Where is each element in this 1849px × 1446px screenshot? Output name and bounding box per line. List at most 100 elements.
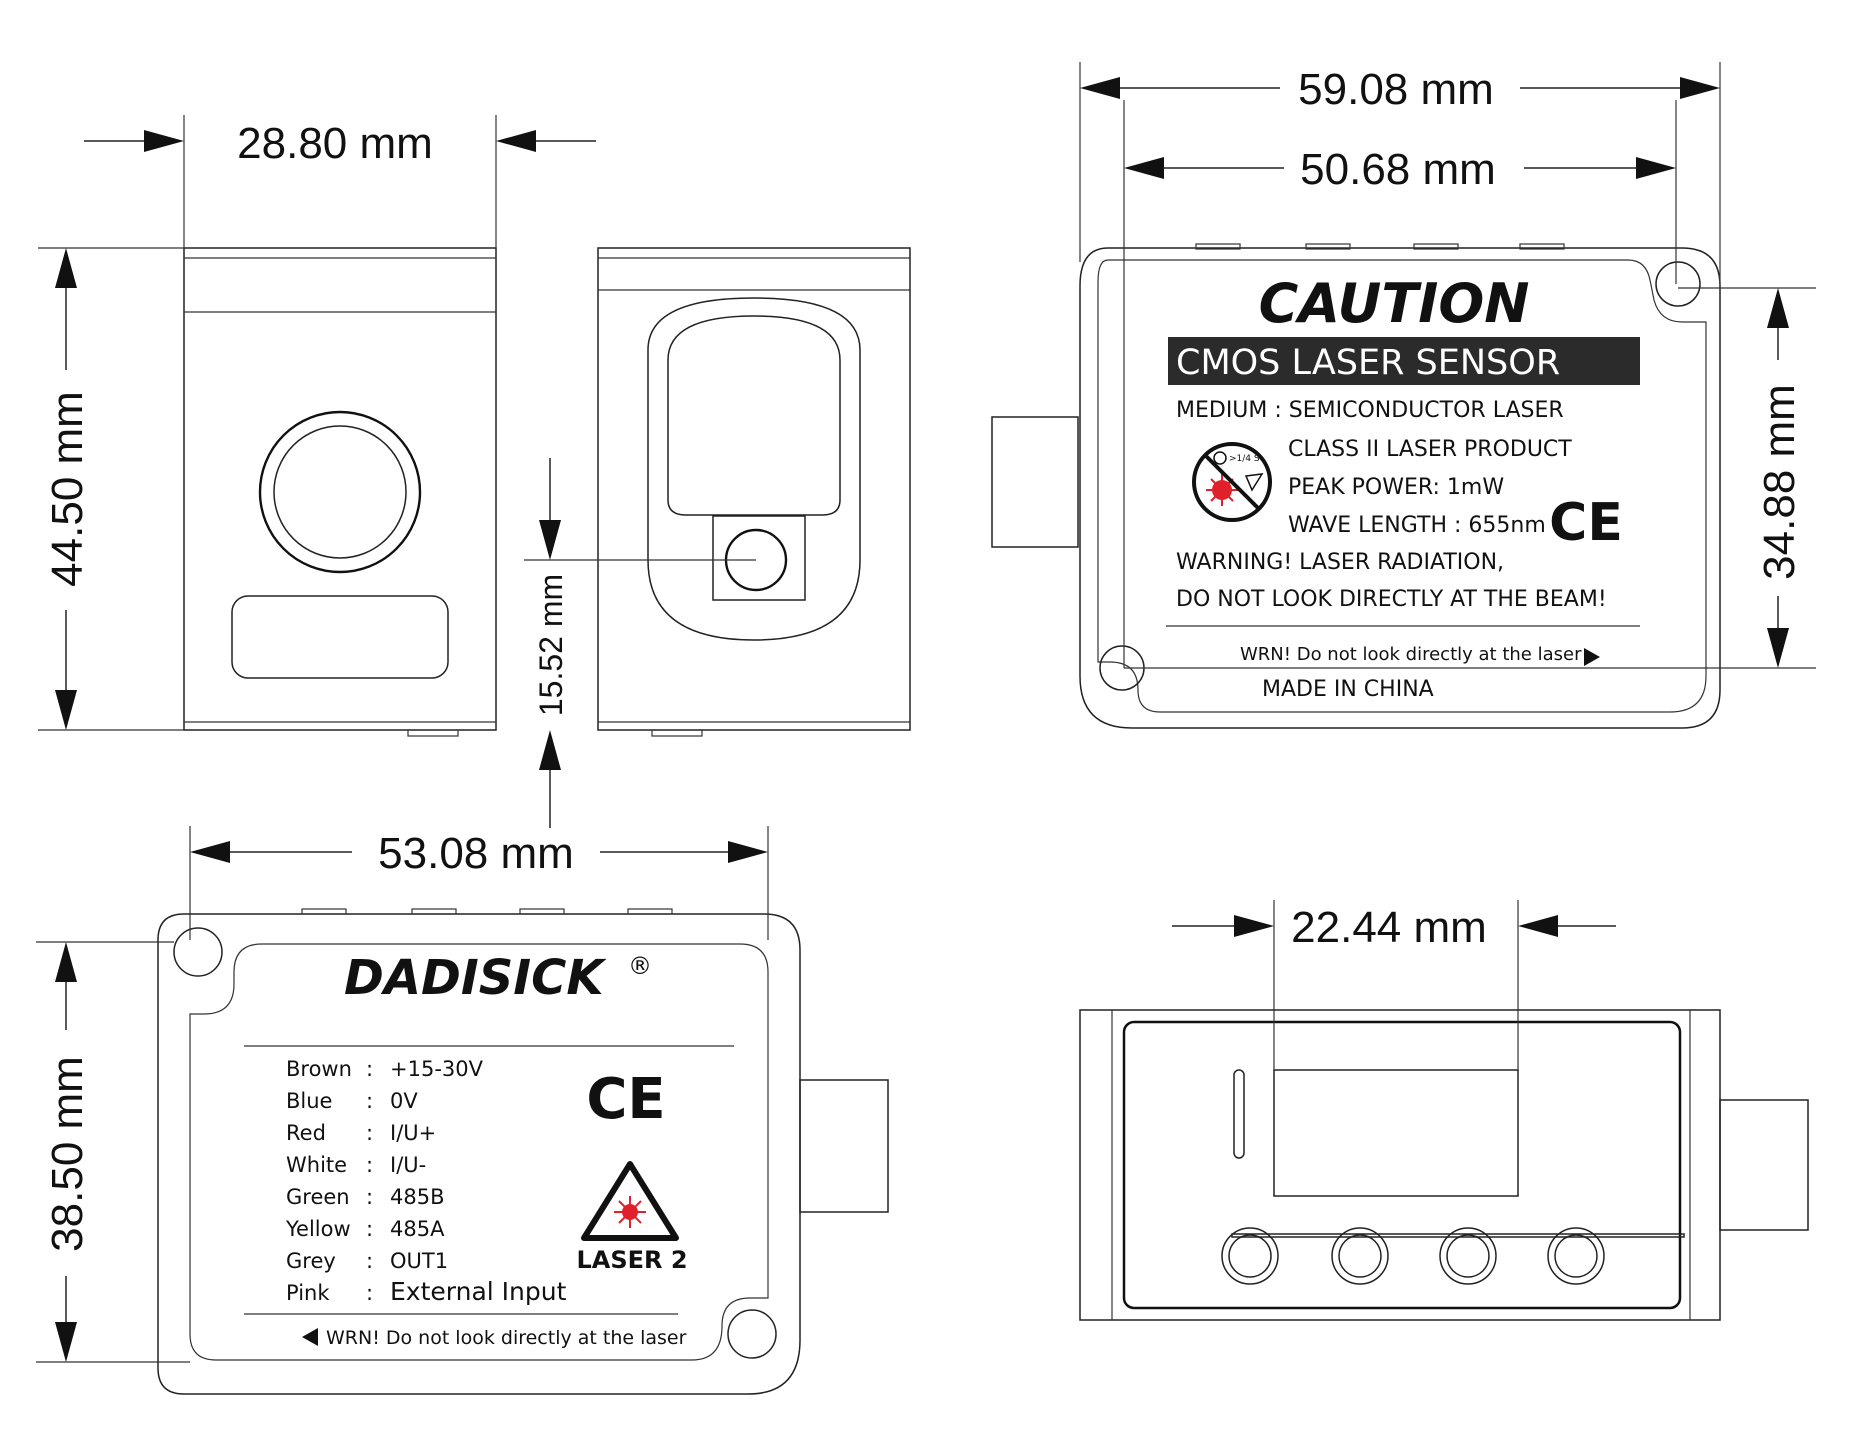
- warning-line-1: WARNING! LASER RADIATION,: [1176, 550, 1504, 575]
- dim-arrow: [496, 130, 536, 152]
- peak-power-text: PEAK POWER: 1mW: [1288, 475, 1504, 500]
- wiring-separator: :: [366, 1217, 373, 1241]
- dim-back-width: 53.08 mm: [378, 829, 574, 878]
- caution-body-outline: [1079, 247, 1721, 729]
- ce-mark: CE: [1549, 493, 1623, 553]
- side-lens-outer: [258, 410, 422, 574]
- dim-arrow: [55, 690, 77, 730]
- lens-body-outline: [597, 247, 911, 731]
- laser-class: LASER 2: [576, 1246, 687, 1274]
- product-name: CMOS LASER SENSOR: [1176, 343, 1560, 383]
- wiring-separator: :: [366, 1089, 373, 1113]
- warning-line-2: DO NOT LOOK DIRECTLY AT THE BEAM!: [1176, 587, 1607, 612]
- lens-window: [667, 315, 841, 516]
- dim-back-height: 38.50 mm: [43, 1056, 92, 1252]
- wiring-color: Blue: [286, 1089, 332, 1113]
- wiring-color: Red: [286, 1121, 326, 1145]
- ce-mark: CE: [586, 1067, 665, 1132]
- oled-screen: [1273, 1069, 1519, 1197]
- wiring-separator: :: [366, 1153, 373, 1177]
- emitter-bracket: [712, 515, 806, 601]
- wiring-color: Grey: [286, 1249, 336, 1273]
- button-3[interactable]: [1439, 1227, 1497, 1285]
- dim-arrow: [55, 248, 77, 288]
- button-row: [1221, 1227, 1605, 1285]
- wiring-signal: I/U-: [390, 1153, 426, 1177]
- mount-hole: [173, 927, 223, 977]
- no-look-icon: >1/4 S: [1192, 442, 1272, 522]
- button-1-cap: [1228, 1234, 1272, 1278]
- button-4-cap: [1554, 1234, 1598, 1278]
- display-body-outline: [1079, 1009, 1721, 1321]
- dim-lens-height: 15.52 mm: [533, 574, 569, 716]
- arrow-left-icon: [302, 1328, 318, 1346]
- caution-view: CAUTION CMOS LASER SENSOR MEDIUM : SEMIC…: [991, 62, 1816, 729]
- lens-housing-outer: [647, 297, 861, 641]
- wiring-row: Blue:0V: [286, 1089, 418, 1113]
- wiring-color: White: [286, 1153, 347, 1177]
- dim-arrow: [539, 520, 561, 560]
- top-tab: [1519, 243, 1565, 250]
- dim-arrow: [1767, 288, 1789, 328]
- wiring-row: Green:485B: [286, 1185, 445, 1209]
- wiring-separator: :: [366, 1249, 373, 1273]
- caution-title: CAUTION: [1259, 272, 1530, 335]
- wiring-color: Pink: [286, 1281, 330, 1305]
- wiring-separator: :: [366, 1281, 373, 1305]
- wiring-signal: External Input: [390, 1277, 567, 1306]
- display-panel: [1122, 1020, 1682, 1310]
- top-tab: [627, 908, 673, 915]
- top-tab: [1413, 243, 1459, 250]
- connector-stub: [1719, 1099, 1809, 1231]
- wiring-color: Brown: [286, 1057, 352, 1081]
- wiring-signal: 485B: [390, 1185, 445, 1209]
- top-tab: [519, 908, 565, 915]
- dim-arrow: [1518, 915, 1558, 937]
- side-body-outline: [183, 247, 497, 731]
- top-tab: [1305, 243, 1351, 250]
- no-look-time: >1/4 S: [1229, 454, 1260, 464]
- wiring-row: Brown:+15-30V: [286, 1057, 484, 1081]
- button-1[interactable]: [1221, 1227, 1279, 1285]
- lens-foot: [651, 729, 703, 737]
- dim-side-height: 44.50 mm: [43, 391, 92, 587]
- dim-arrow: [55, 942, 77, 982]
- status-led-strip: [1233, 1069, 1245, 1159]
- dim-arrow: [144, 130, 184, 152]
- wiring-row: Pink: External Input: [286, 1277, 567, 1306]
- wiring-color: Green: [286, 1185, 350, 1209]
- panel-band: [1231, 1233, 1685, 1238]
- side-lens-inner: [273, 425, 407, 559]
- wiring-row: Yellow:485A: [285, 1217, 445, 1241]
- mount-hole: [727, 1309, 777, 1359]
- dim-hole-spacing: 34.88 mm: [1755, 384, 1804, 580]
- wiring-signal: 0V: [390, 1089, 418, 1113]
- caution-footer-warning: WRN! Do not look directly at the laser: [1240, 644, 1582, 665]
- dim-arrow: [190, 841, 230, 863]
- dim-arrow: [55, 1322, 77, 1362]
- dim-front-outer-width: 59.08 mm: [1298, 65, 1494, 114]
- connector-stub: [799, 1079, 889, 1213]
- registered-mark: ®: [628, 952, 652, 980]
- brand-view: DADISICK ® Brown:+15-30VBlue:0VRed:I/U+W…: [36, 826, 889, 1395]
- caution-label-outline: [1097, 259, 1707, 713]
- mount-hole: [1655, 261, 1701, 307]
- dim-side-width: 28.80 mm: [237, 119, 433, 168]
- top-tab: [411, 908, 457, 915]
- dim-arrow: [1636, 157, 1676, 179]
- wiring-table: Brown:+15-30VBlue:0VRed:I/U+White:I/U-Gr…: [285, 1057, 567, 1306]
- dim-arrow: [1124, 157, 1164, 179]
- arrow-right-icon: [1584, 648, 1600, 666]
- wiring-color: Yellow: [285, 1217, 351, 1241]
- medium-text: MEDIUM : SEMICONDUCTOR LASER: [1176, 398, 1564, 423]
- button-2[interactable]: [1331, 1227, 1389, 1285]
- wiring-row: White: I/U-: [286, 1153, 426, 1177]
- button-4[interactable]: [1547, 1227, 1605, 1285]
- top-tab: [1195, 243, 1241, 250]
- wiring-separator: :: [366, 1185, 373, 1209]
- wiring-signal: I/U+: [390, 1121, 436, 1145]
- wiring-row: Red:I/U+: [286, 1121, 436, 1145]
- brand-body-outline: [157, 913, 801, 1395]
- top-tab: [301, 908, 347, 915]
